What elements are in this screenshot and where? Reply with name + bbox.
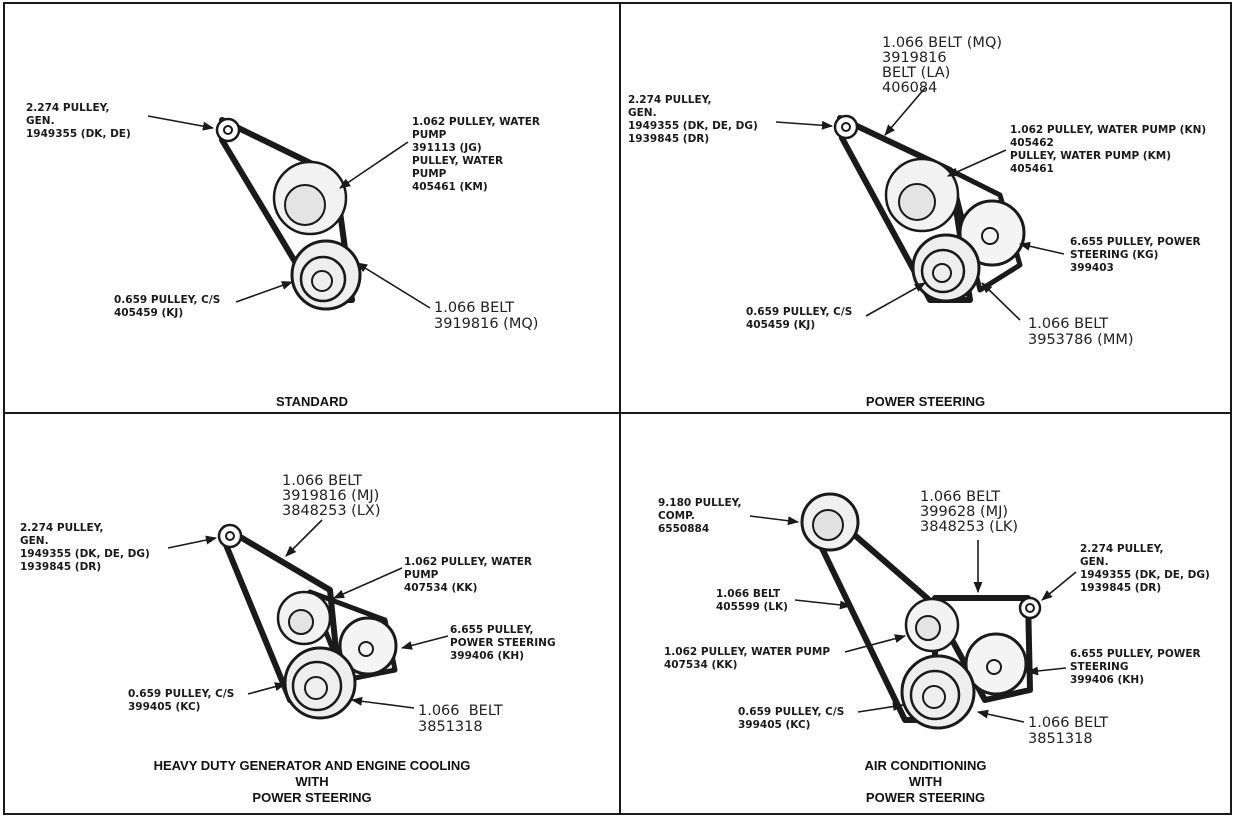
ac-gen-pulley [1018, 596, 1042, 620]
standard-gen-pulley [215, 117, 241, 143]
heavy-duty-title-line2: WITH [295, 774, 329, 789]
standard-cs-pulley [290, 239, 362, 311]
standard-drive-illustration [147, 115, 431, 311]
heavy-duty-title-line1: HEAVY DUTY GENERATOR AND ENGINE COOLING [153, 758, 471, 773]
ps-gen-pulley-label: 2.274 PULLEY, GEN. 1949355 (DK, DE, DG) … [628, 94, 758, 145]
ps-cs-pulley-label: 0.659 PULLEY, C/S 405459 (KJ) [746, 306, 853, 331]
ac-cs-pulley-label: 0.659 PULLEY, C/S 399405 (KC) [738, 706, 845, 731]
ps-gen-pulley [833, 114, 859, 140]
ac-belt-top-label: 1.066 BELT 399628 (MJ) 3848253 (LK) [920, 489, 1019, 535]
hd-cs-pulley-label: 0.659 PULLEY, C/S 399405 (KC) [128, 688, 235, 713]
ac-belt-left-label: 1.066 BELT 405599 (LK) [716, 588, 788, 613]
air-conditioning-title-line1: AIR CONDITIONING [864, 758, 987, 773]
hd-steering-pulley [338, 616, 398, 676]
power-steering-title: POWER STEERING [865, 394, 986, 409]
heavy-duty-title-line3: POWER STEERING [252, 790, 372, 805]
power-steering-drive-illustration [775, 87, 1065, 321]
hd-gen-pulley-label: 2.274 PULLEY, GEN. 1949355 (DK, DE, DG) … [20, 522, 150, 573]
standard-cs-pulley-label: 0.659 PULLEY, C/S 405459 (KJ) [114, 294, 221, 319]
ps-belt-top-label: 1.066 BELT (MQ) 3919816 BELT (LA) 406084 [882, 35, 1003, 96]
air-conditioning-title-line2: WITH [908, 774, 943, 789]
ps-steering-pulley [958, 199, 1026, 267]
hd-belt-top-label: 1.066 BELT 3919816 (MJ) 3848253 (LX) [282, 473, 381, 519]
ac-cs-pulley [900, 654, 976, 730]
air-conditioning-title-line3: POWER STEERING [865, 790, 986, 805]
standard-gen-pulley-label: 2.274 PULLEY, GEN. 1949355 (DK, DE) [26, 102, 131, 140]
heavy-duty-title: HEAVY DUTY GENERATOR AND ENGINE COOLING … [4, 758, 620, 806]
air-conditioning-drive-illustration [749, 492, 1077, 730]
panel-frames [3, 2, 1232, 815]
hd-gen-pulley [217, 523, 243, 549]
air-conditioning-title: AIR CONDITIONING WITH POWER STEERING [620, 758, 1231, 806]
hd-belt-label: 1.066 BELT 3851318 [418, 703, 503, 735]
standard-water-pump-label: 1.062 PULLEY, WATER PUMP 391113 (JG) PUL… [412, 116, 540, 193]
ac-belt-label: 1.066 BELT 3851318 [1028, 715, 1109, 747]
standard-belt-label: 1.066 BELT 3919816 (MQ) [434, 300, 539, 332]
ac-gen-pulley-label: 2.274 PULLEY, GEN. 1949355 (DK, DE, DG) … [1080, 543, 1210, 594]
ps-cs-pulley [911, 233, 981, 303]
heavy-duty-drive-illustration [167, 519, 449, 720]
hd-steering-pulley-label: 6.655 PULLEY, POWER STEERING 399406 (KH) [450, 624, 556, 662]
ac-steering-pulley-label: 6.655 PULLEY, POWER STEERING 399406 (KH) [1070, 648, 1201, 686]
ac-water-pump-label: 1.062 PULLEY, WATER PUMP 407534 (KK) [664, 646, 831, 671]
ac-comp-pulley-label: 9.180 PULLEY, COMP. 6550884 [658, 497, 742, 535]
ps-water-pump-label: 1.062 PULLEY, WATER PUMP (KN) 405462 PUL… [1010, 124, 1207, 175]
ac-steering-pulley [964, 632, 1028, 696]
standard-title: STANDARD [276, 394, 348, 409]
ps-belt-label: 1.066 BELT 3953786 (MM) [1028, 316, 1134, 348]
ps-steering-pulley-label: 6.655 PULLEY, POWER STEERING (KG) 399403 [1070, 236, 1201, 274]
hd-cs-pulley [283, 646, 357, 720]
hd-water-pump-label: 1.062 PULLEY, WATER PUMP 407534 (KK) [404, 556, 532, 594]
